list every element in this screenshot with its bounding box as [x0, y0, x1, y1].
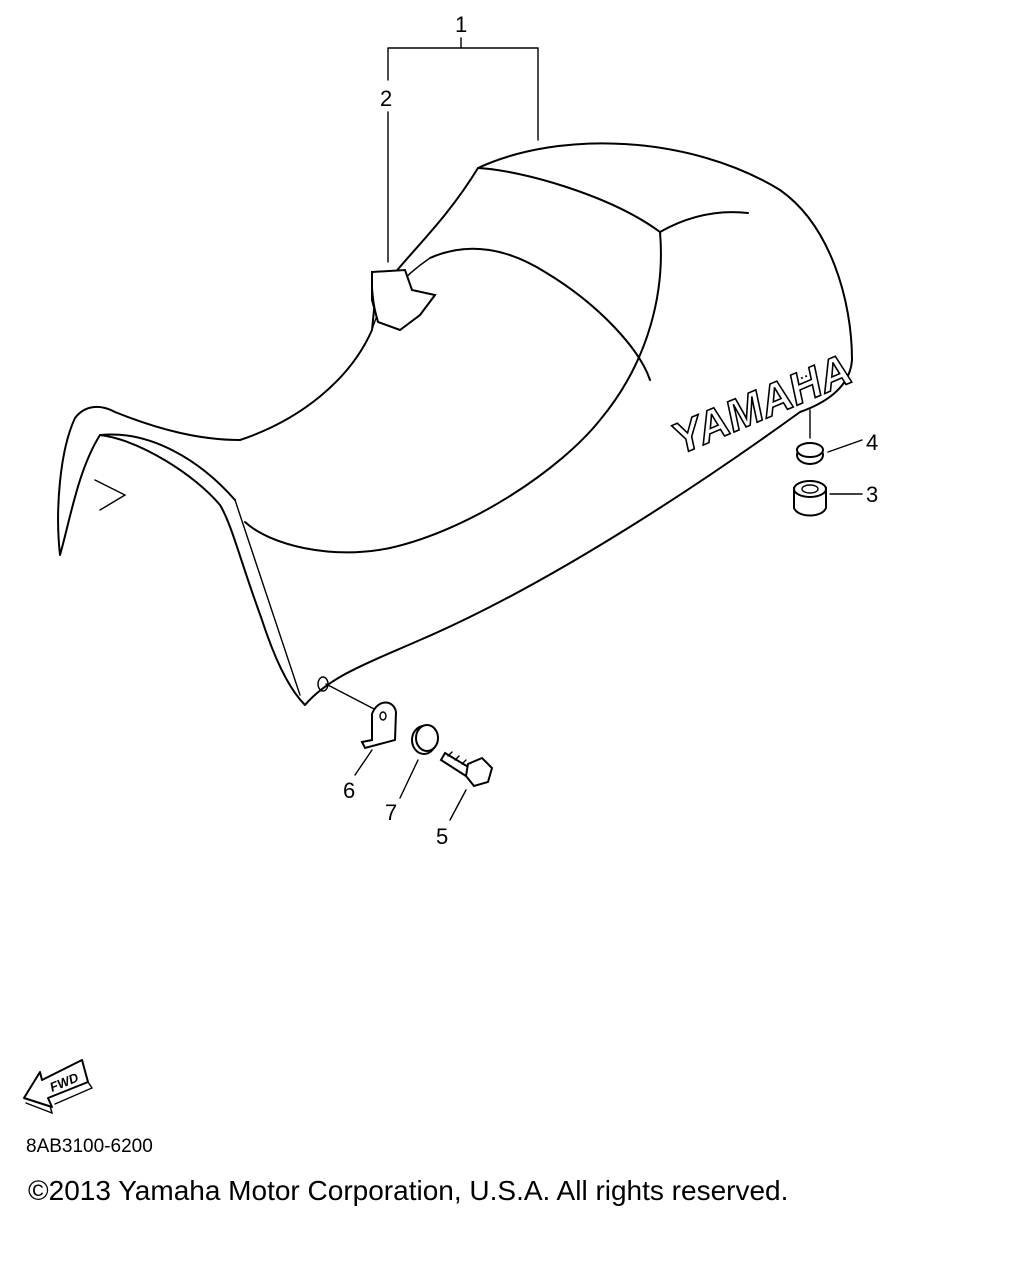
part-4-grommet [796, 409, 863, 465]
callout-2: 2 [380, 86, 392, 111]
part-3-damper [793, 480, 863, 517]
callout-6: 6 [343, 778, 355, 803]
callout-1: 1 [455, 12, 467, 37]
part-7-washer [399, 724, 439, 799]
seat-assembly: YAMAHA ᐧᐧ [57, 142, 859, 706]
callout-3: 3 [866, 482, 878, 507]
part-5-bolt [439, 751, 494, 821]
seat-strap [371, 268, 437, 332]
callout-4: 4 [866, 430, 878, 455]
part-code: 8AB3100-6200 [26, 1136, 153, 1157]
bracket-leader [325, 683, 377, 711]
fwd-arrow-icon: FWD [23, 1059, 94, 1115]
part-6-bracket [354, 701, 398, 776]
seat-brand-lettering: YAMAHA [665, 345, 859, 464]
copyright-notice: ©2013 Yamaha Motor Corporation, U.S.A. A… [28, 1175, 789, 1206]
callout-1-bracket [387, 37, 539, 263]
callout-7: 7 [385, 800, 397, 825]
callout-5: 5 [436, 824, 448, 849]
